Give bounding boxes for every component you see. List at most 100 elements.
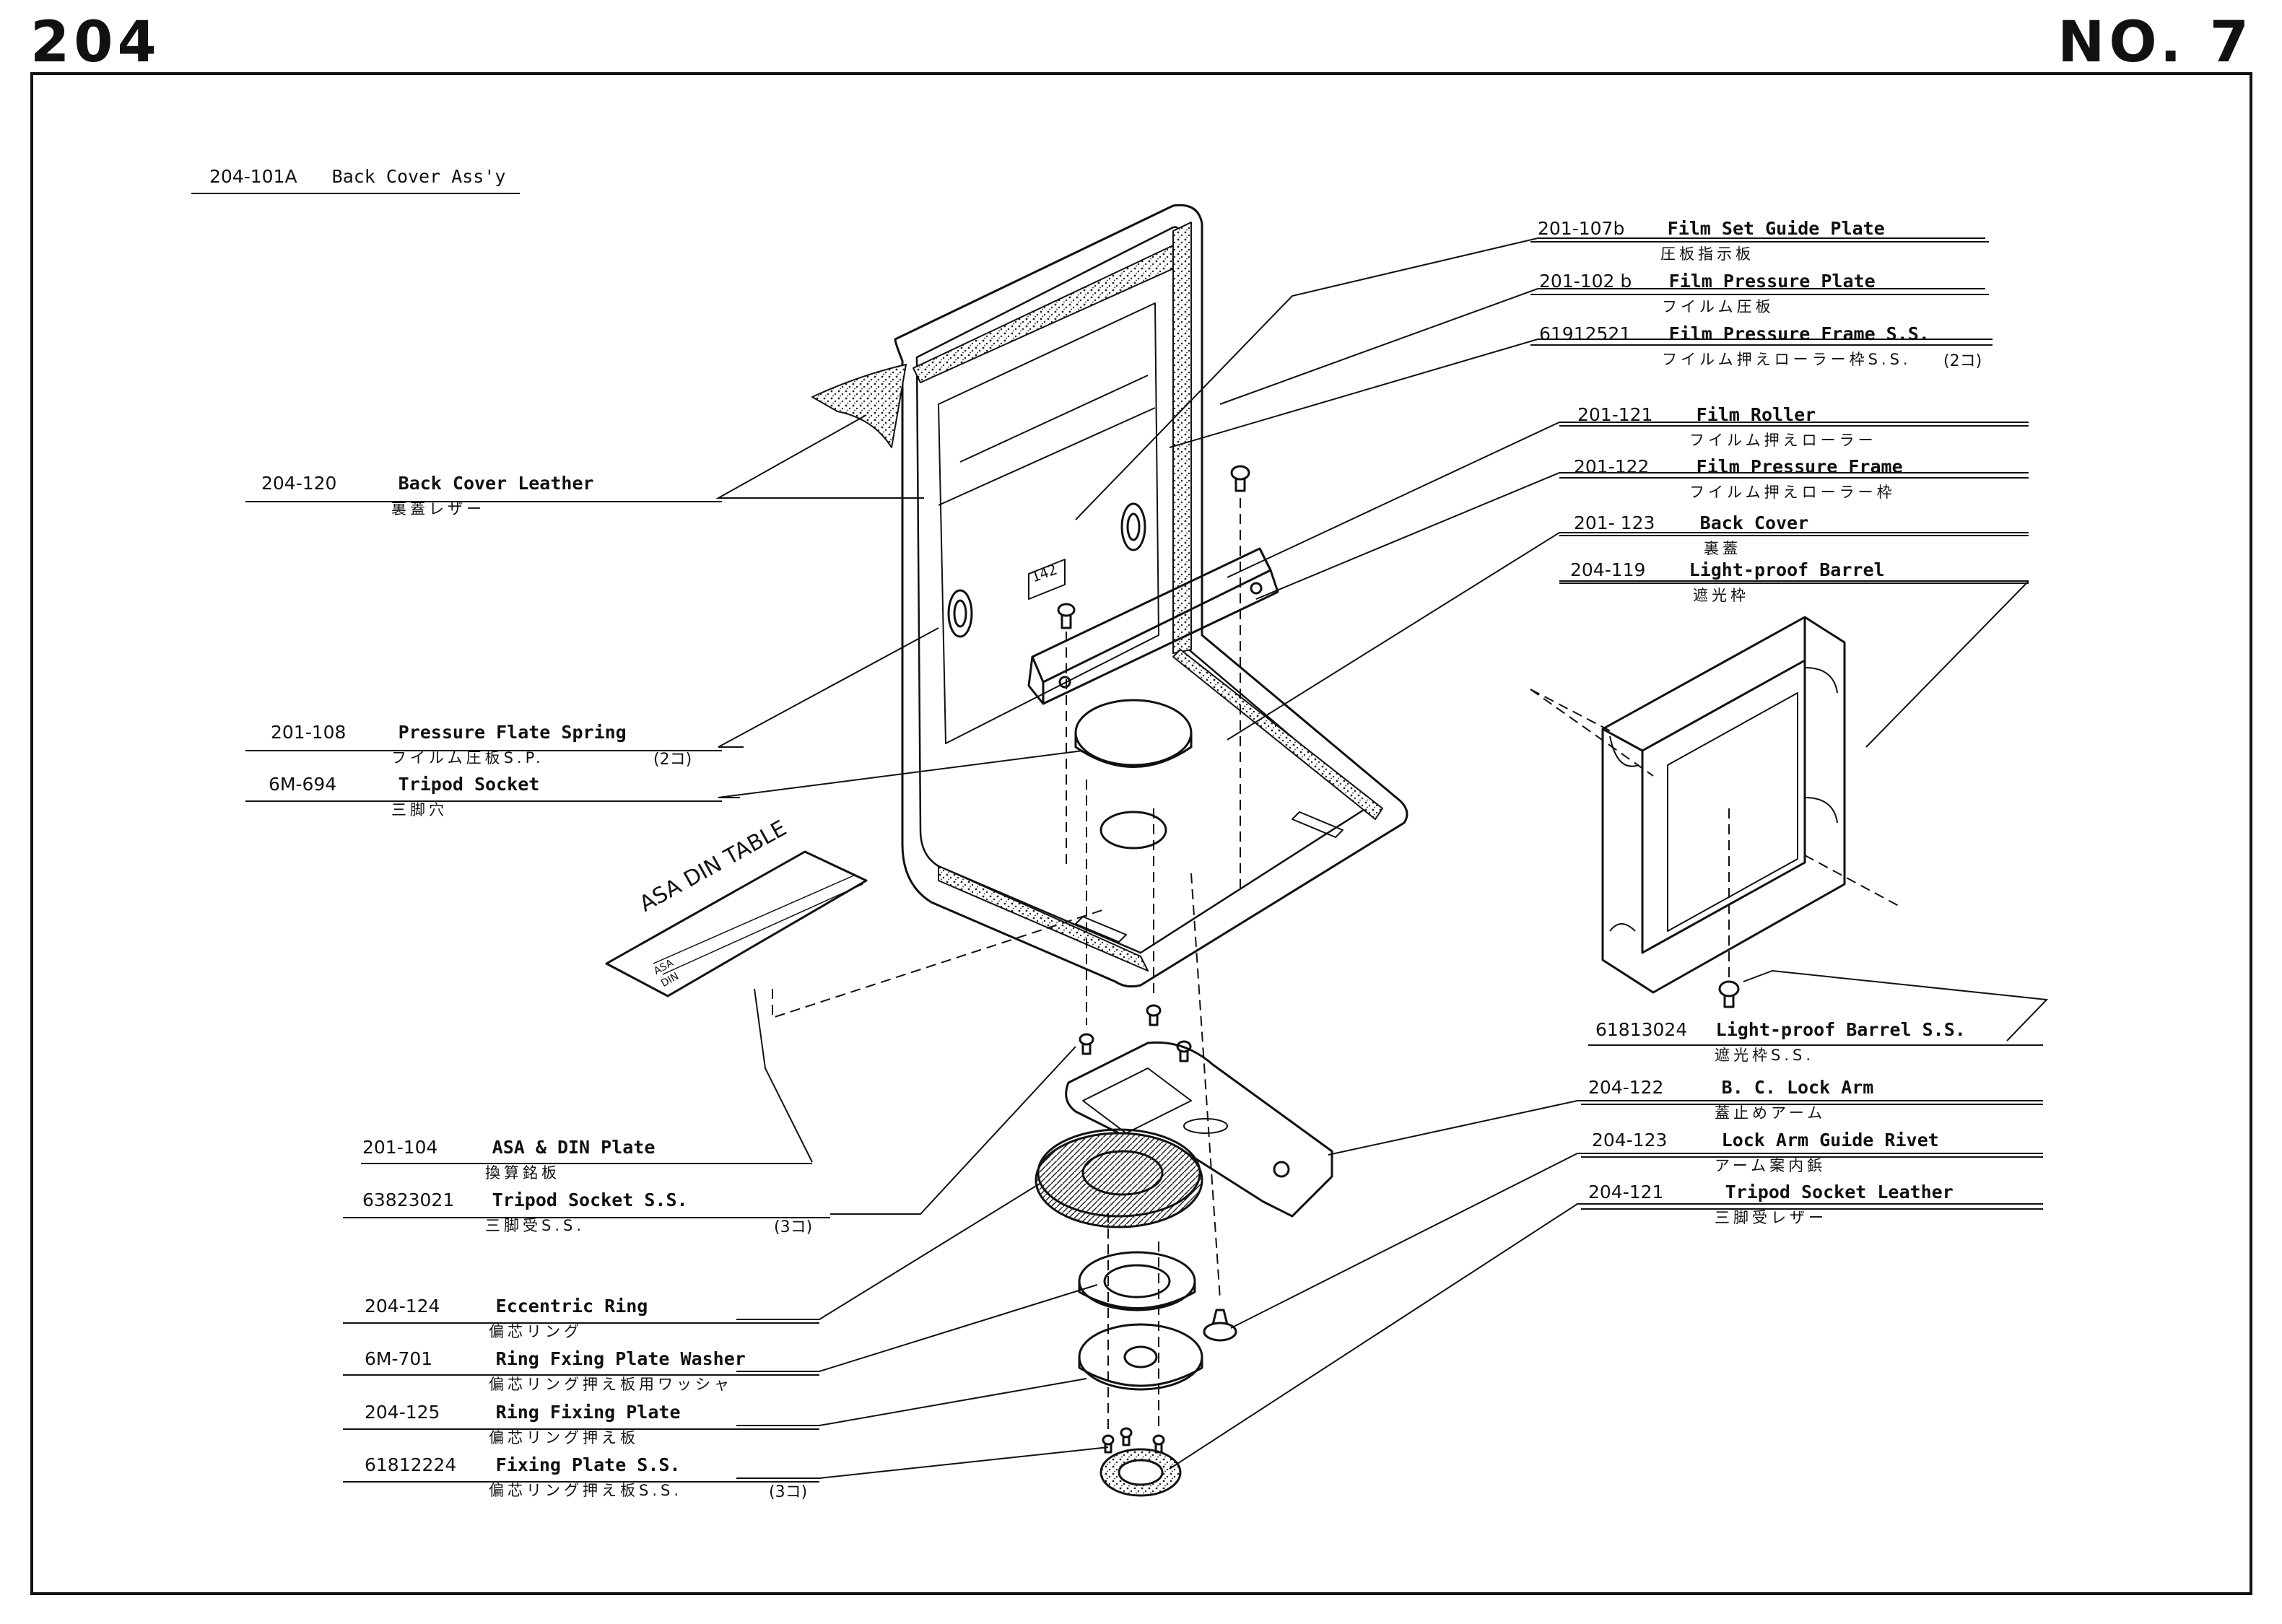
page-number: 204 — [30, 10, 161, 75]
part-name-japanese: 三脚受S.S. — [485, 1217, 585, 1234]
rivet-part — [1203, 1309, 1237, 1342]
part-callout: 201- 123 Back Cover 裏蓋 — [1574, 512, 1809, 557]
part-number: 204-119 — [1570, 559, 1646, 580]
back-cover-leather-part — [811, 364, 907, 448]
part-quantity: (3コ) — [774, 1218, 813, 1236]
assembly-callout: 204-101A Back Cover Ass'y — [209, 166, 505, 187]
part-quantity: (2コ) — [1943, 352, 1982, 370]
part-name-japanese: フイルム圧板S.P. — [391, 749, 544, 767]
screw-part — [1146, 1004, 1162, 1026]
ring-washer-part — [1078, 1251, 1196, 1311]
eccentric-ring-part — [1035, 1128, 1203, 1228]
part-name: Eccentric Ring — [495, 1296, 648, 1317]
part-number: 204-121 — [1588, 1182, 1664, 1202]
part-name-japanese: 圧板指示板 — [1660, 245, 1754, 263]
part-number: 61812224 — [365, 1454, 457, 1475]
part-name: Film Roller — [1696, 404, 1816, 425]
sheet-number: NO. 7 — [2057, 10, 2253, 75]
part-number: 204-120 — [261, 473, 337, 494]
asa-din-plate-part — [605, 850, 868, 997]
drawing-frame — [30, 72, 2252, 1595]
part-number: 61912521 — [1539, 323, 1632, 344]
part-callout: 61813024 Light-proof Barrel S.S. 遮光枠S.S. — [1595, 1019, 1966, 1064]
part-name: Back Cover — [1699, 512, 1809, 533]
part-number: 63823021 — [362, 1189, 455, 1210]
light-proof-barrel-part — [1601, 616, 1846, 994]
part-name: Tripod Socket — [398, 774, 540, 795]
part-name-japanese: 三脚穴 — [391, 801, 448, 818]
part-callout: 204-123 Lock Arm Guide Rivet アーム案内鋲 — [1592, 1130, 1939, 1174]
part-name: Tripod Socket Leather — [1725, 1182, 1954, 1202]
part-name-japanese: フイルム押えローラー枠S.S. — [1662, 351, 1912, 368]
part-callout: 6M-694 Tripod Socket 三脚穴 — [269, 774, 540, 818]
part-name: Film Set Guide Plate — [1667, 218, 1885, 239]
part-name: Film Pressure Frame — [1696, 456, 1903, 477]
part-number: 61813024 — [1595, 1019, 1688, 1040]
screw-part — [1102, 1434, 1115, 1454]
ring-fixing-plate-part — [1078, 1323, 1203, 1391]
part-number: 6M-694 — [269, 774, 337, 795]
tripod-socket-part — [1074, 699, 1193, 850]
part-callout: 201-108 Pressure Flate Spring フイルム圧板S.P.… — [271, 722, 692, 769]
part-name: Light-proof Barrel S.S. — [1715, 1019, 1966, 1040]
screw-part — [1120, 1427, 1133, 1446]
part-number: 204-122 — [1588, 1077, 1664, 1098]
part-callout: 204-120 Back Cover Leather 裏蓋レザー — [261, 473, 594, 518]
part-callout: 201-122 Film Pressure Frame フイルム押えローラー枠 — [1574, 456, 1903, 501]
part-quantity: (2コ) — [653, 751, 692, 769]
part-name-japanese: 偏芯リング押え板 — [489, 1429, 639, 1446]
tripod-socket-leather-part — [1099, 1448, 1182, 1497]
part-callout: 204-122 B. C. Lock Arm 蓋止めアーム — [1588, 1077, 1874, 1122]
part-number: 201-121 — [1577, 404, 1653, 425]
part-name-japanese: 裏蓋 — [1704, 540, 1741, 557]
part-name-japanese: 偏芯リング押え板用ワッシャ — [489, 1376, 733, 1393]
part-callout: 201-104 ASA & DIN Plate 換算銘板 — [362, 1137, 656, 1182]
part-callout: 204-124 Eccentric Ring 偏芯リング — [365, 1296, 648, 1340]
part-number: 201-108 — [271, 722, 347, 743]
screw-part — [1152, 1434, 1165, 1454]
part-number: 201-107b — [1538, 218, 1625, 239]
part-name: Film Pressure Frame S.S. — [1668, 323, 1930, 344]
part-name-japanese: 偏芯リング押え板S.S. — [489, 1482, 683, 1499]
part-callout: 61812224 Fixing Plate S.S. 偏芯リング押え板S.S. … — [365, 1454, 807, 1501]
part-name-japanese: フイルム押えローラー枠 — [1689, 484, 1896, 501]
assembly-name: Back Cover Ass'y — [331, 166, 506, 187]
part-number: 6M-701 — [365, 1348, 433, 1369]
screw-part — [1176, 1040, 1192, 1062]
part-name-japanese: 蓋止めアーム — [1715, 1104, 1826, 1122]
part-number: 201-122 — [1574, 456, 1650, 477]
part-callout: 204-119 Light-proof Barrel 遮光枠 — [1570, 559, 1885, 604]
part-name: Tripod Socket S.S. — [492, 1189, 688, 1210]
part-name-japanese: フイルム圧板 — [1662, 298, 1774, 315]
part-name: B. C. Lock Arm — [1721, 1077, 1874, 1098]
part-name-japanese: 裏蓋レザー — [391, 500, 485, 518]
part-callout: 61912521 Film Pressure Frame S.S. フイルム押え… — [1539, 323, 1982, 370]
part-name-japanese: アーム案内鋲 — [1715, 1157, 1826, 1174]
part-callout: 204-121 Tripod Socket Leather 三脚受レザー — [1588, 1182, 1954, 1226]
film-roller-part — [1027, 547, 1279, 705]
part-name-japanese: フイルム押えローラー — [1689, 432, 1877, 449]
screw-part — [1079, 1033, 1094, 1055]
part-name: ASA & DIN Plate — [492, 1137, 656, 1158]
part-name-japanese: 換算銘板 — [485, 1164, 560, 1182]
part-name: Ring Fxing Plate Washer — [495, 1348, 746, 1369]
part-callout: 6M-701 Ring Fxing Plate Washer 偏芯リング押え板用… — [365, 1348, 746, 1393]
screw-part — [1230, 465, 1250, 492]
part-callout: 201-102 b Film Pressure Plate フイルム圧板 — [1539, 271, 1876, 315]
part-number: 201- 123 — [1574, 512, 1655, 533]
part-callout: 201-107b Film Set Guide Plate 圧板指示板 — [1538, 218, 1885, 263]
part-number: 201-102 b — [1539, 271, 1632, 292]
part-callout: 201-121 Film Roller フイルム押えローラー — [1577, 404, 1873, 449]
part-name-japanese: 遮光枠S.S. — [1715, 1047, 1815, 1064]
part-name: Light-proof Barrel — [1689, 559, 1885, 580]
part-name: Film Pressure Plate — [1668, 271, 1876, 292]
part-name: Lock Arm Guide Rivet — [1721, 1130, 1939, 1151]
part-name: Fixing Plate S.S. — [495, 1454, 681, 1475]
part-number: 204-125 — [365, 1402, 440, 1423]
part-name-japanese: 三脚受レザー — [1715, 1209, 1827, 1226]
screw-part — [1057, 603, 1076, 629]
part-name: Pressure Flate Spring — [398, 722, 627, 743]
part-callout: 204-125 Ring Fixing Plate 偏芯リング押え板 — [365, 1402, 681, 1446]
part-number: 204-124 — [365, 1296, 440, 1317]
